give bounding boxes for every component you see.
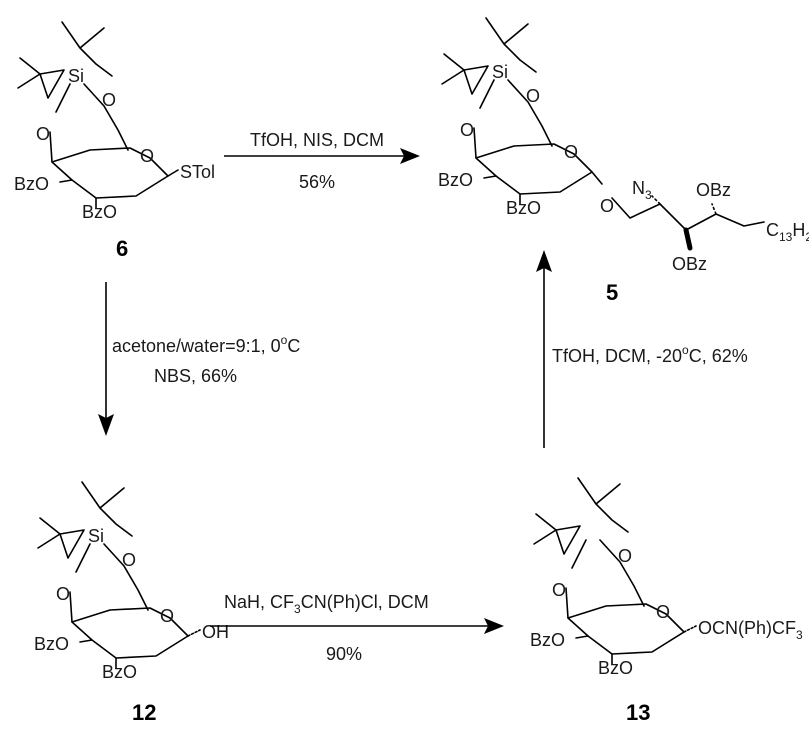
compound-5-azide: N3 bbox=[632, 178, 652, 202]
arrow-6-to-12-head bbox=[98, 414, 114, 436]
compound-5-link-o: O bbox=[600, 196, 614, 216]
r4-conditions: TfOH, DCM, -20oC, 62% bbox=[552, 343, 748, 366]
r3-yield: 90% bbox=[326, 644, 362, 664]
compound-12-anomeric: OH bbox=[202, 622, 229, 642]
compound-5-o-right: O bbox=[526, 86, 540, 106]
compound-5-bzo3: BzO bbox=[438, 170, 473, 190]
compound-6-o-left: O bbox=[36, 124, 50, 144]
compound-5-obz-top: OBz bbox=[696, 180, 731, 200]
compound-5-si-label: Si bbox=[492, 62, 508, 82]
compound-12-o-left: O bbox=[56, 584, 70, 604]
compound-6-bzo2: BzO bbox=[82, 202, 117, 222]
compound-13-anomeric: OCN(Ph)CF3 bbox=[698, 618, 803, 642]
compound-12-bzo3: BzO bbox=[34, 634, 69, 654]
compound-13-structure bbox=[533, 477, 697, 665]
compound-5-alkyl-chain: C13H27 bbox=[766, 220, 809, 244]
compound-12-o-right: O bbox=[122, 550, 136, 570]
compound-5-structure bbox=[441, 17, 765, 251]
compound-12-si-label: Si bbox=[88, 526, 104, 546]
compound-6-structure bbox=[17, 21, 179, 209]
compound-12-o-ring: O bbox=[160, 606, 174, 626]
r2-reagent-yield: NBS, 66% bbox=[154, 366, 237, 386]
compound-13-bzo3: BzO bbox=[530, 630, 565, 650]
compound-5-bzo2: BzO bbox=[506, 198, 541, 218]
r1-reagents: TfOH, NIS, DCM bbox=[250, 130, 384, 150]
compound-6-bzo3: BzO bbox=[14, 174, 49, 194]
arrow-13-to-5-head bbox=[536, 250, 552, 272]
compound-13-o-ring: O bbox=[656, 602, 670, 622]
r2-conditions: acetone/water=9:1, 0oC bbox=[112, 333, 300, 356]
compound-5-o-ring: O bbox=[564, 142, 578, 162]
compound-13-bzo2: BzO bbox=[598, 658, 633, 678]
arrow-12-to-13-head bbox=[484, 618, 504, 634]
compound-13-number: 13 bbox=[626, 700, 650, 725]
compound-13-o-right: O bbox=[618, 546, 632, 566]
compound-6-si-label: Si bbox=[68, 66, 84, 86]
compound-12-structure bbox=[37, 481, 201, 669]
compound-13-o-left: O bbox=[552, 580, 566, 600]
compound-5-o-left: O bbox=[460, 120, 474, 140]
compound-12-bzo2: BzO bbox=[102, 662, 137, 682]
r3-reagents: NaH, CF3CN(Ph)Cl, DCM bbox=[224, 592, 429, 616]
compound-12-number: 12 bbox=[132, 700, 156, 725]
compound-5-number: 5 bbox=[606, 280, 618, 305]
arrow-6-to-5-head bbox=[400, 148, 420, 164]
compound-5-obz-bottom: OBz bbox=[672, 254, 707, 274]
compound-6-o-right: O bbox=[102, 90, 116, 110]
compound-6-o-ring: O bbox=[140, 146, 154, 166]
r1-yield: 56% bbox=[299, 172, 335, 192]
compound-6-number: 6 bbox=[116, 236, 128, 261]
compound-6-anomeric: STol bbox=[180, 162, 215, 182]
